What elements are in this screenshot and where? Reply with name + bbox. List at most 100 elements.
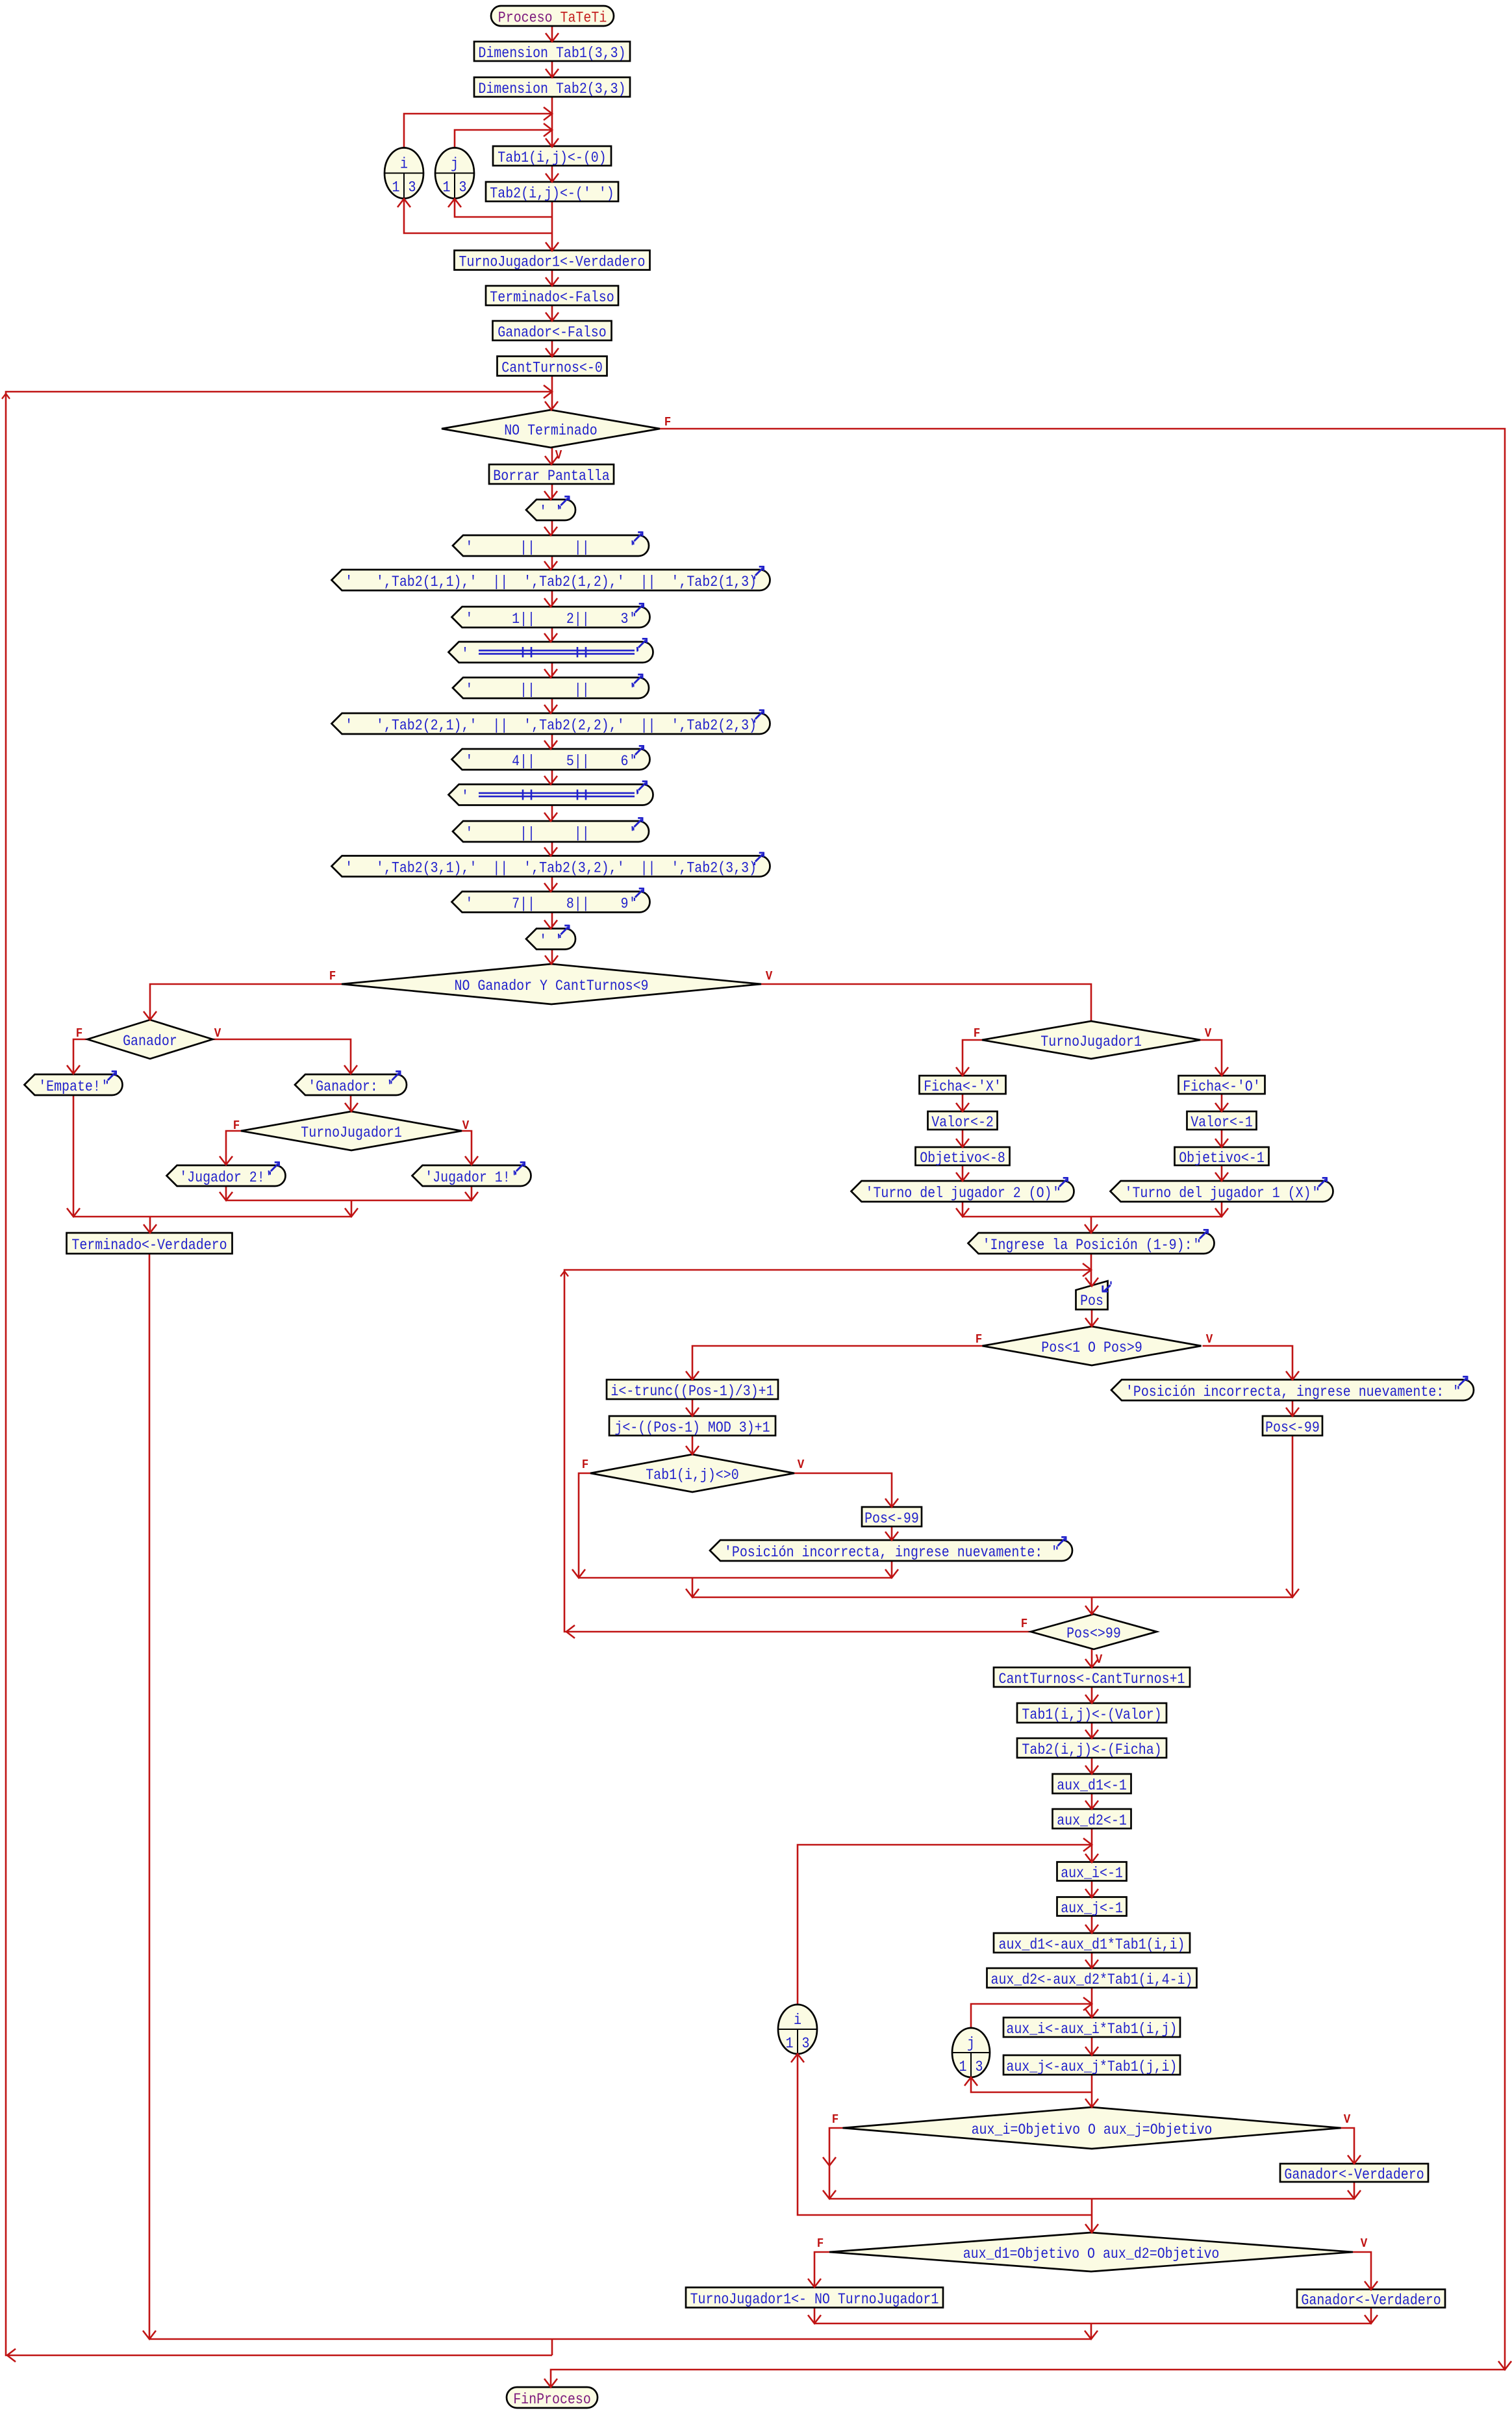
svg-text:' 4|| 5|| 6': ' 4|| 5|| 6' bbox=[465, 753, 636, 770]
svg-text:': ' bbox=[461, 646, 469, 663]
svg-text:i: i bbox=[794, 2012, 801, 2029]
svg-text:': ' bbox=[633, 646, 641, 663]
svg-text:Pos: Pos bbox=[1080, 1293, 1103, 1310]
svg-text:'Turno del jugador 2 (O)': 'Turno del jugador 2 (O)' bbox=[866, 1185, 1060, 1202]
svg-text:Proceso: Proceso bbox=[498, 10, 561, 27]
svg-text:V: V bbox=[462, 1119, 470, 1133]
svg-text:aux_i<-1: aux_i<-1 bbox=[1061, 1865, 1123, 1882]
svg-text:TurnoJugador1: TurnoJugador1 bbox=[1040, 1033, 1142, 1051]
svg-text:V: V bbox=[798, 1458, 805, 1472]
svg-text:3: 3 bbox=[976, 2058, 983, 2076]
svg-text:F: F bbox=[817, 2236, 824, 2251]
svg-text:'Jugador 1!': 'Jugador 1!' bbox=[425, 1169, 518, 1187]
svg-text:aux_d1<-aux_d1*Tab1(i,i): aux_d1<-aux_d1*Tab1(i,i) bbox=[999, 1936, 1185, 1954]
svg-text:TurnoJugador1<- NO TurnoJugado: TurnoJugador1<- NO TurnoJugador1 bbox=[690, 2291, 939, 2309]
svg-text:Dimension Tab1(3,3): Dimension Tab1(3,3) bbox=[478, 45, 625, 62]
svg-text:Ganador<-Verdadero: Ganador<-Verdadero bbox=[1301, 2292, 1441, 2310]
svg-text:aux_d2<-1: aux_d2<-1 bbox=[1057, 1812, 1127, 1830]
svg-text:3: 3 bbox=[802, 2035, 810, 2053]
svg-text:Tab1(i,j)<>0: Tab1(i,j)<>0 bbox=[646, 1467, 738, 1484]
svg-text:' || || ': ' || || ' bbox=[465, 539, 636, 557]
svg-text:Pos<-99: Pos<-99 bbox=[1265, 1419, 1320, 1437]
svg-text:V: V bbox=[766, 969, 773, 983]
svg-text:TurnoJugador1: TurnoJugador1 bbox=[301, 1124, 402, 1142]
svg-text:Pos<-99: Pos<-99 bbox=[864, 1510, 919, 1528]
svg-text:F: F bbox=[976, 1332, 983, 1347]
svg-text:1: 1 bbox=[392, 179, 400, 197]
svg-text:V: V bbox=[1096, 1652, 1103, 1667]
svg-text:3: 3 bbox=[459, 179, 467, 197]
svg-text:TaTeTi: TaTeTi bbox=[561, 10, 607, 27]
svg-text:Tab2(i,j)<-(' '): Tab2(i,j)<-(' ') bbox=[490, 185, 614, 203]
svg-text:1: 1 bbox=[959, 2058, 967, 2076]
svg-text:Tab1(i,j)<-(0): Tab1(i,j)<-(0) bbox=[498, 149, 606, 167]
svg-text:F: F bbox=[233, 1119, 240, 1133]
svg-text:' ',Tab2(1,1),' || ',Tab2(: ' ',Tab2(1,1),' || ',Tab2(1,2),' || ',Ta… bbox=[345, 574, 757, 591]
svg-text:'Turno del jugador 1 (X)': 'Turno del jugador 1 (X)' bbox=[1125, 1185, 1319, 1202]
svg-text:F: F bbox=[1021, 1617, 1028, 1631]
svg-text:FinProceso: FinProceso bbox=[513, 2391, 591, 2409]
svg-text:V: V bbox=[1205, 1026, 1212, 1041]
svg-text:i<-trunc((Pos-1)/3)+1: i<-trunc((Pos-1)/3)+1 bbox=[611, 1383, 774, 1400]
svg-text:CantTurnos<-0: CantTurnos<-0 bbox=[501, 360, 603, 377]
svg-text:V: V bbox=[1361, 2236, 1368, 2251]
svg-text:Ganador<-Falso: Ganador<-Falso bbox=[498, 324, 606, 342]
svg-text:Tab1(i,j)<-(Valor): Tab1(i,j)<-(Valor) bbox=[1022, 1706, 1161, 1724]
svg-text:V: V bbox=[214, 1026, 221, 1041]
svg-text:Valor<-1: Valor<-1 bbox=[1191, 1114, 1253, 1132]
svg-text:': ' bbox=[633, 789, 641, 806]
svg-text:Pos<>99: Pos<>99 bbox=[1066, 1625, 1121, 1643]
svg-text:'Posición incorrecta, ingrese: 'Posición incorrecta, ingrese nuevamente… bbox=[724, 1544, 1058, 1562]
svg-text:NO Terminado: NO Terminado bbox=[504, 422, 598, 440]
svg-text:V: V bbox=[1344, 2112, 1351, 2127]
svg-text:Pos<1 O Pos>9: Pos<1 O Pos>9 bbox=[1041, 1339, 1142, 1357]
svg-text:' ',Tab2(3,1),' || ',Tab2(: ' ',Tab2(3,1),' || ',Tab2(3,2),' || ',Ta… bbox=[345, 860, 757, 878]
svg-text:3: 3 bbox=[409, 179, 416, 197]
svg-text:Objetivo<-8: Objetivo<-8 bbox=[920, 1150, 1005, 1167]
svg-text:V: V bbox=[1206, 1332, 1213, 1347]
svg-text:'Ingrese la Posición (1-9):': 'Ingrese la Posición (1-9):' bbox=[983, 1237, 1200, 1254]
svg-text:aux_j<-1: aux_j<-1 bbox=[1061, 1900, 1123, 1917]
svg-text:i: i bbox=[400, 156, 408, 173]
svg-text:aux_d2<-aux_d2*Tab1(i,4-i): aux_d2<-aux_d2*Tab1(i,4-i) bbox=[991, 1971, 1193, 1989]
svg-text:'Posición incorrecta, ingrese: 'Posición incorrecta, ingrese nuevamente… bbox=[1126, 1384, 1459, 1401]
svg-text:aux_j<-aux_j*Tab1(j,i): aux_j<-aux_j*Tab1(j,i) bbox=[1006, 2058, 1177, 2076]
svg-text:Dimension Tab2(3,3): Dimension Tab2(3,3) bbox=[478, 81, 625, 98]
svg-text:' || || ': ' || || ' bbox=[465, 681, 636, 699]
svg-text:F: F bbox=[832, 2112, 839, 2127]
svg-text:' 7|| 8|| 9': ' 7|| 8|| 9' bbox=[465, 896, 636, 913]
svg-text:' ': ' ' bbox=[539, 933, 562, 950]
svg-text:'Ganador: ': 'Ganador: ' bbox=[308, 1078, 394, 1096]
svg-text:j: j bbox=[451, 156, 459, 173]
svg-text:': ' bbox=[461, 789, 469, 806]
svg-text:TurnoJugador1<-Verdadero: TurnoJugador1<-Verdadero bbox=[459, 254, 646, 272]
svg-text:CantTurnos<-CantTurnos+1: CantTurnos<-CantTurnos+1 bbox=[999, 1671, 1185, 1688]
svg-text:Terminado<-Verdadero: Terminado<-Verdadero bbox=[71, 1237, 227, 1254]
svg-text:F: F bbox=[76, 1026, 83, 1041]
svg-text:F: F bbox=[329, 969, 336, 983]
svg-text:aux_d1=Objetivo O aux_d2=Objet: aux_d1=Objetivo O aux_d2=Objetivo bbox=[963, 2246, 1220, 2263]
svg-text:' 1|| 2|| 3': ' 1|| 2|| 3' bbox=[465, 611, 636, 628]
svg-text:' ': ' ' bbox=[539, 503, 562, 521]
svg-text:'Jugador 2!': 'Jugador 2!' bbox=[179, 1169, 273, 1187]
svg-text:Ganador<-Verdadero: Ganador<-Verdadero bbox=[1284, 2166, 1424, 2184]
svg-text:F: F bbox=[582, 1458, 589, 1472]
svg-text:Borrar Pantalla: Borrar Pantalla bbox=[493, 468, 609, 485]
svg-text:F: F bbox=[974, 1026, 981, 1041]
svg-text:aux_i=Objetivo O aux_j=Objetiv: aux_i=Objetivo O aux_j=Objetivo bbox=[972, 2121, 1213, 2139]
svg-text:Ganador: Ganador bbox=[123, 1033, 177, 1050]
svg-text:NO Ganador Y CantTurnos<9: NO Ganador Y CantTurnos<9 bbox=[455, 978, 649, 995]
svg-text:' || || ': ' || || ' bbox=[465, 825, 636, 842]
svg-text:Tab2(i,j)<-(Ficha): Tab2(i,j)<-(Ficha) bbox=[1022, 1741, 1161, 1759]
svg-text:1: 1 bbox=[786, 2035, 794, 2053]
svg-text:Valor<-2: Valor<-2 bbox=[931, 1114, 994, 1132]
svg-text:V: V bbox=[555, 448, 562, 462]
svg-text:j<-((Pos-1) MOD 3)+1: j<-((Pos-1) MOD 3)+1 bbox=[614, 1419, 770, 1437]
svg-text:Terminado<-Falso: Terminado<-Falso bbox=[490, 289, 614, 307]
svg-text:Objetivo<-1: Objetivo<-1 bbox=[1179, 1150, 1265, 1167]
svg-text:aux_d1<-1: aux_d1<-1 bbox=[1057, 1777, 1127, 1795]
svg-text:Ficha<-'X': Ficha<-'X' bbox=[924, 1078, 1002, 1096]
svg-text:'Empate!': 'Empate!' bbox=[38, 1078, 108, 1096]
svg-text:' ',Tab2(2,1),' || ',Tab2(: ' ',Tab2(2,1),' || ',Tab2(2,2),' || ',Ta… bbox=[345, 717, 757, 735]
svg-text:j: j bbox=[967, 2035, 975, 2053]
